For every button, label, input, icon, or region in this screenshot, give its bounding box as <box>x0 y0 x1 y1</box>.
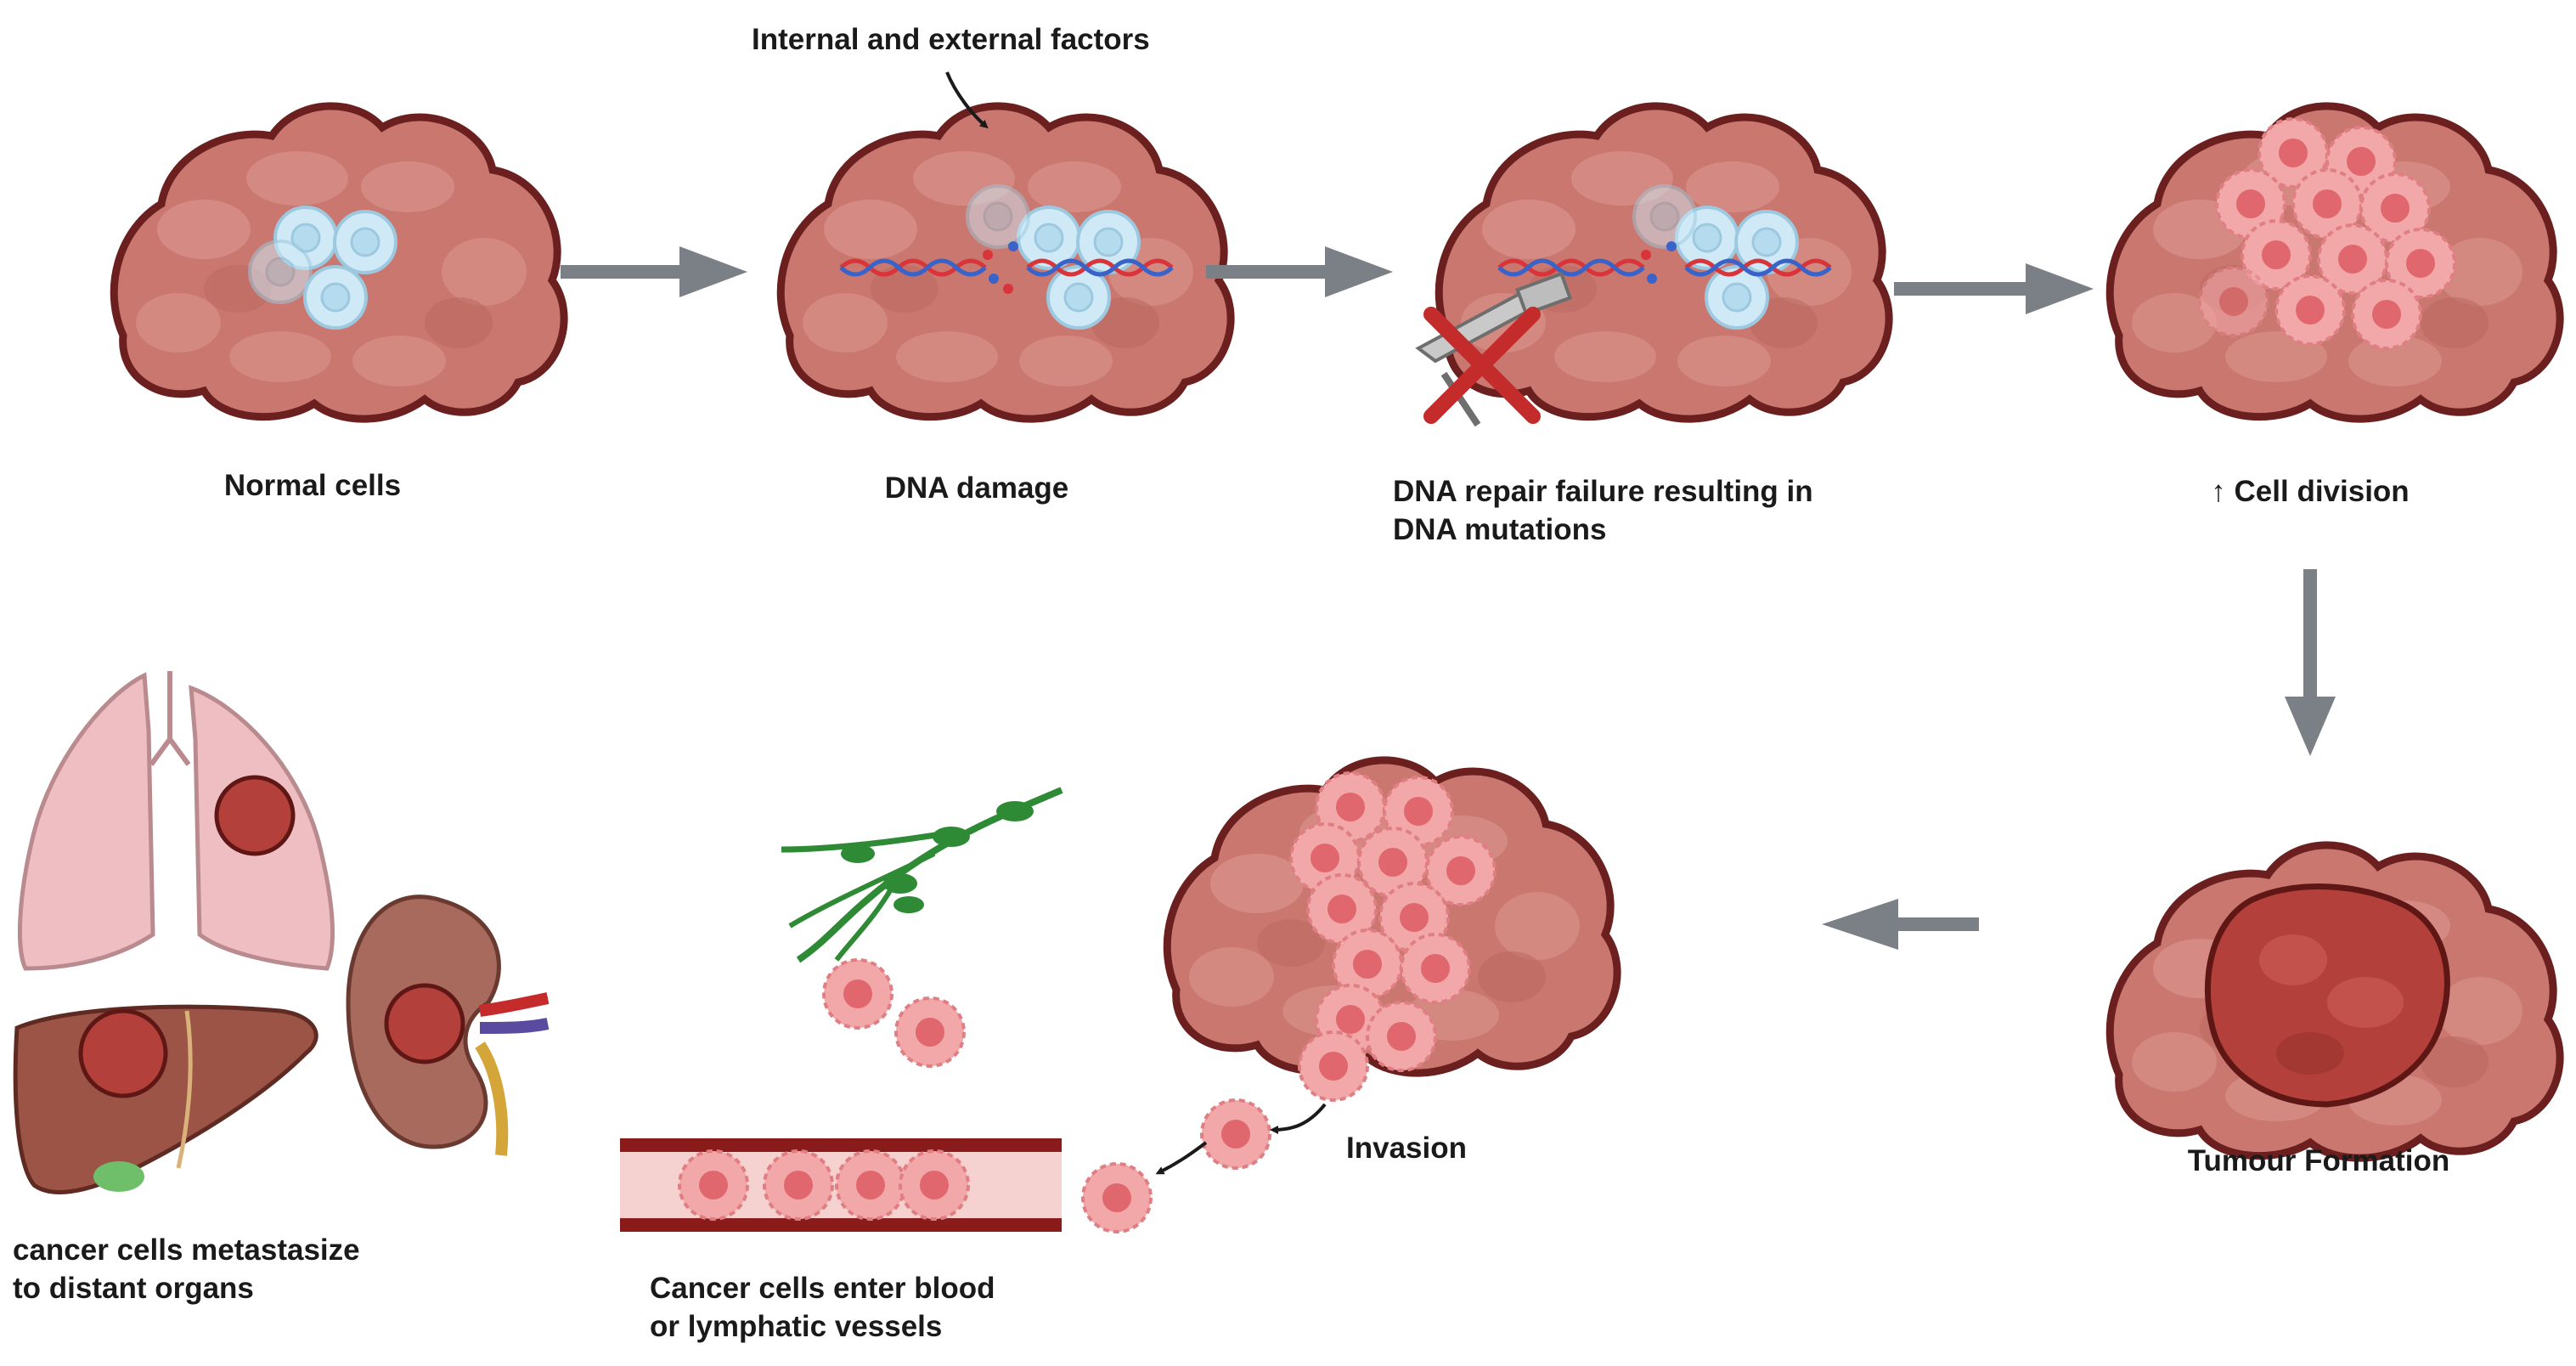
label-repair-failure-line1: DNA repair failure resulting in <box>1393 475 1813 508</box>
normal-tissue <box>114 106 564 419</box>
blood-vessel <box>620 1138 1062 1232</box>
lymphatic-vessel <box>781 787 1063 963</box>
label-internal-external-factors: Internal and external factors <box>752 23 1150 56</box>
dna-damage-tissue <box>781 106 1231 419</box>
flow-arrows <box>561 71 2336 950</box>
tumour-mass <box>2204 883 2450 1108</box>
label-vessels-line1: Cancer cells enter blood <box>650 1272 995 1305</box>
invasion-tissue <box>1167 760 1617 1102</box>
label-tumour-formation: Tumour Formation <box>2187 1144 2450 1177</box>
arrow-damage-to-repair <box>1206 246 1393 297</box>
label-normal-cells: Normal cells <box>223 469 402 502</box>
arrow-division-to-tumour <box>2285 569 2336 756</box>
label-vessels-line2: or lymphatic vessels <box>650 1310 943 1343</box>
label-metastasis-line2: to distant organs <box>13 1272 254 1305</box>
red-x-icon <box>1423 307 1541 424</box>
dna-strand <box>841 241 1172 294</box>
arrow-tumour-to-invasion <box>1822 899 1979 950</box>
kidney <box>346 895 550 1156</box>
tumour-tissue <box>2110 845 2560 1158</box>
label-cell-division: ↑ Cell division <box>2211 475 2410 508</box>
escaping-cells <box>1081 1098 1327 1233</box>
label-repair-failure-line2: DNA mutations <box>1393 513 1607 546</box>
lungs <box>17 671 335 971</box>
label-invasion: Invasion <box>1346 1132 1467 1165</box>
liver <box>13 1004 318 1194</box>
label-dna-damage: DNA damage <box>884 471 1069 505</box>
arrow-normal-to-damage <box>561 246 747 297</box>
repair-failure-tissue <box>1415 106 1889 427</box>
arrow-repair-to-division <box>1894 263 2094 314</box>
label-metastasis-line1: cancer cells metastasize <box>13 1233 360 1267</box>
factors-pointer-arrow <box>945 71 989 129</box>
cell-division-tissue <box>2110 106 2560 419</box>
